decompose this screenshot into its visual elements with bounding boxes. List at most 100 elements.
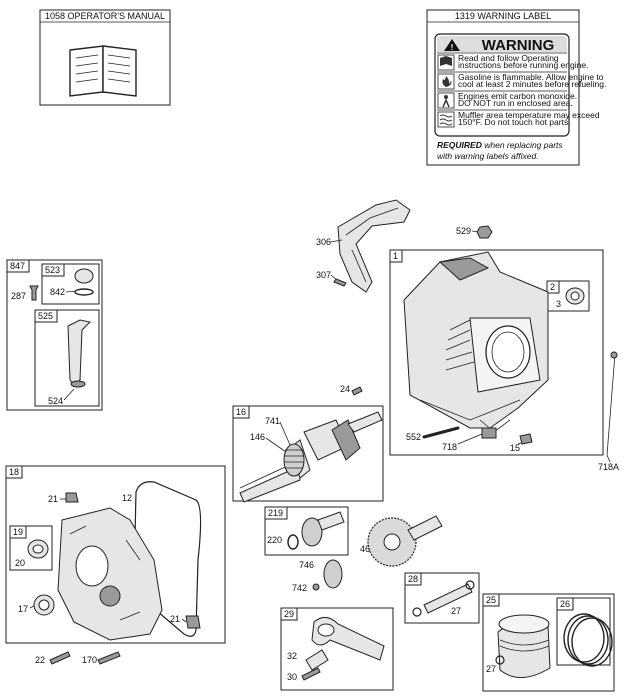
box-219-label: 219	[268, 508, 283, 518]
bolt-22	[49, 651, 71, 665]
box-28-frame	[404, 572, 480, 624]
oil-fill-assembly-panel: 847 523 525 287 842 524	[6, 259, 103, 411]
screw-30	[301, 667, 321, 681]
washer-220	[287, 534, 299, 550]
nut-529	[476, 225, 493, 239]
callout-17: 17	[18, 604, 28, 614]
warning-row-4-line-1: Muffler area temperature may exceed	[458, 110, 600, 120]
piston-pin-28	[423, 583, 473, 614]
operators-manual-panel: 1058 OPERATOR'S MANUAL	[39, 9, 171, 106]
callout-842: 842	[50, 287, 65, 297]
blower-shroud-part: 306 307	[316, 199, 411, 293]
box-2-label: 2	[550, 282, 555, 292]
callout-552: 552	[406, 432, 421, 442]
box-219-frame	[264, 506, 349, 556]
governor-panel: 219 220	[264, 506, 349, 556]
callout-146: 146	[250, 432, 265, 442]
box-19-label: 19	[13, 527, 23, 537]
washer-742	[312, 583, 320, 591]
governor-gear-219	[301, 517, 323, 547]
box-26-label: 26	[560, 599, 570, 609]
callout-306: 306	[316, 237, 331, 247]
callout-307: 307	[316, 270, 331, 280]
callout-170: 170	[82, 655, 97, 665]
box-18-label: 18	[9, 467, 19, 477]
box-525-label: 525	[38, 311, 53, 321]
manual-box-title: 1058 OPERATOR'S MANUAL	[45, 11, 165, 21]
piston-panel: 25 26 27	[482, 593, 615, 692]
box-28-label: 28	[408, 574, 418, 584]
dipstick-cap-523	[74, 268, 94, 284]
bolt-170	[97, 651, 121, 665]
alert-triangle-icon: !	[444, 39, 460, 52]
gear-741	[283, 443, 305, 477]
dowel-552	[422, 426, 460, 439]
plug-15	[519, 433, 533, 445]
piston-pin-panel: 28 27	[404, 572, 480, 624]
connecting-rod-panel: 29 32 30	[280, 607, 394, 691]
callout-27-box25: 27	[486, 664, 496, 674]
box-19-frame	[9, 525, 53, 571]
warning-row-1-line-1: Read and follow Operating	[458, 53, 559, 63]
warning-row-3-line-1: Engines emit carbon monoxide.	[458, 91, 577, 101]
book-icon	[69, 45, 137, 97]
screw-287	[29, 285, 39, 301]
oil-fill-tube-525	[67, 319, 92, 386]
crankcase-cover-panel: 18 19 20 21 12 17 21	[5, 465, 226, 644]
warning-box-frame	[426, 9, 580, 166]
callout-287: 287	[11, 291, 26, 301]
plug-21-bottom	[185, 615, 201, 629]
callout-718: 718	[442, 442, 457, 452]
callout-15: 15	[510, 443, 520, 453]
box-847-frame	[6, 259, 103, 411]
box-25-frame	[482, 593, 615, 692]
box-18-frame	[5, 465, 226, 644]
camshaft-46	[367, 515, 443, 567]
cylinder-block-panel: 1 2 3 552 718 15	[389, 249, 604, 456]
callout-27-box28: 27	[451, 606, 461, 616]
plug-21-top	[65, 492, 79, 503]
box-847-label: 847	[10, 261, 25, 271]
warning-row-1-line-2: instructions before running engine.	[458, 60, 588, 70]
box-25-label: 25	[486, 595, 496, 605]
callout-30: 30	[287, 672, 297, 682]
callout-32: 32	[287, 651, 297, 661]
callout-742: 742	[292, 583, 307, 593]
warning-row-4-line-2: 150°F. Do not touch hot parts.	[458, 117, 571, 127]
callout-20: 20	[15, 558, 25, 568]
warning-row-2-line-2: cool at least 2 minutes before refueling…	[458, 79, 606, 89]
box-29-label: 29	[284, 609, 294, 619]
callout-746: 746	[299, 560, 314, 570]
crankshaft-panel: 16 741 146	[232, 405, 384, 503]
box-523-frame	[41, 263, 100, 305]
o-ring-842	[74, 288, 94, 296]
crankcase-cover-18	[57, 507, 163, 641]
warning-row-3-line-2: DO NOT run in enclosed area.	[458, 98, 573, 108]
callout-718a: 718A	[598, 462, 619, 472]
callout-741: 741	[265, 416, 280, 426]
pin-718	[481, 427, 497, 439]
warning-label-panel: 1319 WARNING LABEL ! WARNING Read and fo…	[426, 9, 606, 166]
box-1-frame	[389, 249, 604, 456]
callout-220: 220	[267, 535, 282, 545]
callout-24: 24	[340, 384, 350, 394]
callout-21-bottom: 21	[170, 614, 180, 624]
callout-46: 46	[360, 544, 370, 554]
callout-529: 529	[456, 226, 471, 236]
svg-text:!: !	[451, 43, 454, 52]
box-16-label: 16	[236, 407, 246, 417]
warning-note-line-1: REQUIRED when replacing parts	[437, 140, 563, 150]
key-24	[351, 386, 363, 396]
box-1-label: 1	[393, 251, 398, 261]
callout-524: 524	[48, 396, 63, 406]
warning-decal	[434, 33, 570, 137]
callout-12: 12	[122, 493, 132, 503]
warning-heading: WARNING	[482, 37, 555, 54]
piston-rings-26	[563, 613, 613, 667]
box-16-frame	[232, 405, 384, 502]
callout-21-top: 21	[48, 494, 58, 504]
box-29-frame	[280, 607, 394, 691]
warning-note-line-2: with warning labels affixed.	[437, 151, 539, 161]
